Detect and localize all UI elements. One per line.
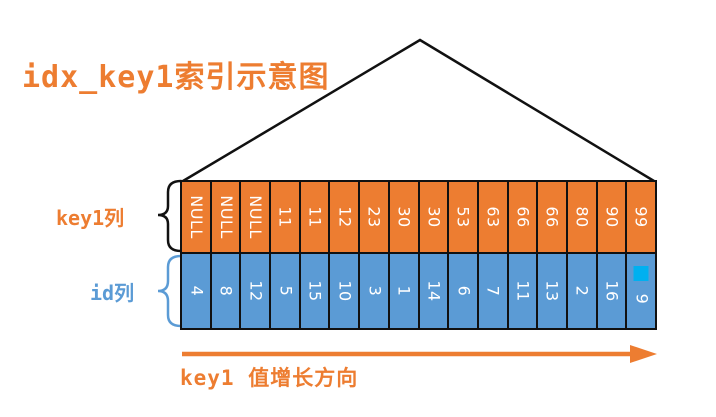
id-cell: 2 <box>568 254 598 328</box>
id-cell: 4 <box>182 254 212 328</box>
key1-cell: 12 <box>330 182 361 252</box>
diagram-title: idx_key1索引示意图 <box>22 60 330 95</box>
cell-value: 10 <box>335 280 355 302</box>
cell-value: 66 <box>543 206 563 228</box>
cell-value: 53 <box>454 206 474 228</box>
cell-value: 16 <box>602 280 622 302</box>
id-cell: 10 <box>330 254 361 328</box>
key1-cell: 66 <box>538 182 568 252</box>
cell-value: 63 <box>483 206 503 228</box>
cell-value: 11 <box>513 280 533 302</box>
cell-value: NULL <box>216 195 236 239</box>
id-cell: 11 <box>509 254 539 328</box>
cell-value: 11 <box>275 206 295 228</box>
cell-value: 1 <box>394 285 414 297</box>
key1-cell: NULL <box>212 182 242 252</box>
cell-value: 11 <box>305 206 325 228</box>
key1-cell: 99 <box>627 182 655 252</box>
id-cell: 16 <box>598 254 628 328</box>
key1-row-label: key1列 <box>56 206 125 230</box>
cell-value: 3 <box>364 285 384 297</box>
cell-value: 14 <box>424 280 444 302</box>
cell-value: 99 <box>632 206 652 228</box>
key1-brace <box>157 179 183 253</box>
key1-cell: 30 <box>390 182 420 252</box>
cell-value: 90 <box>602 206 622 228</box>
cell-value: NULL <box>186 195 206 239</box>
id-cell-highlighted: 9 <box>627 254 655 328</box>
cell-value: NULL <box>246 195 266 239</box>
id-cell: 12 <box>241 254 272 328</box>
highlight-square <box>633 266 649 281</box>
id-row: 4 8 12 5 15 10 3 1 14 6 7 11 13 2 16 9 <box>180 252 657 330</box>
id-cell: 8 <box>212 254 242 328</box>
cell-value: 12 <box>246 280 266 302</box>
cell-value: 15 <box>305 280 325 302</box>
cell-value: 23 <box>364 206 384 228</box>
id-cell: 15 <box>301 254 331 328</box>
id-row-label: id列 <box>90 281 135 305</box>
id-brace <box>157 254 183 328</box>
id-cell: 5 <box>271 254 301 328</box>
id-cell: 7 <box>479 254 509 328</box>
key1-cell: 66 <box>509 182 539 252</box>
cell-value: 5 <box>275 285 295 297</box>
id-cell: 14 <box>420 254 450 328</box>
key1-cell: 90 <box>598 182 628 252</box>
id-cell: 13 <box>538 254 568 328</box>
key1-cell: NULL <box>182 182 212 252</box>
cell-value: 6 <box>454 285 474 297</box>
key1-row: NULL NULL NULL 11 11 12 23 30 30 53 63 6… <box>180 180 657 254</box>
growth-arrow-head <box>630 345 657 363</box>
key1-cell: 63 <box>479 182 509 252</box>
cell-value: 12 <box>335 206 355 228</box>
cell-value: 2 <box>572 285 592 297</box>
id-cell: 3 <box>360 254 390 328</box>
key1-cell: 11 <box>301 182 331 252</box>
cell-value: 30 <box>394 206 414 228</box>
key1-cell: 23 <box>360 182 390 252</box>
id-cell: 1 <box>390 254 420 328</box>
cell-value: 9 <box>632 293 652 305</box>
cell-value: 80 <box>572 206 592 228</box>
cell-value: 30 <box>424 206 444 228</box>
key1-cell: 53 <box>449 182 479 252</box>
id-cell: 6 <box>449 254 479 328</box>
cell-value: 13 <box>543 280 563 302</box>
key1-cell: 30 <box>420 182 450 252</box>
key1-cell: 80 <box>568 182 598 252</box>
key1-cell: 11 <box>271 182 301 252</box>
cell-value: 8 <box>216 285 236 297</box>
growth-direction-label: key1 值增长方向 <box>180 366 359 390</box>
key1-cell: NULL <box>241 182 272 252</box>
cell-value: 66 <box>513 206 533 228</box>
cell-value: 7 <box>483 285 503 297</box>
cell-value: 4 <box>186 285 206 297</box>
